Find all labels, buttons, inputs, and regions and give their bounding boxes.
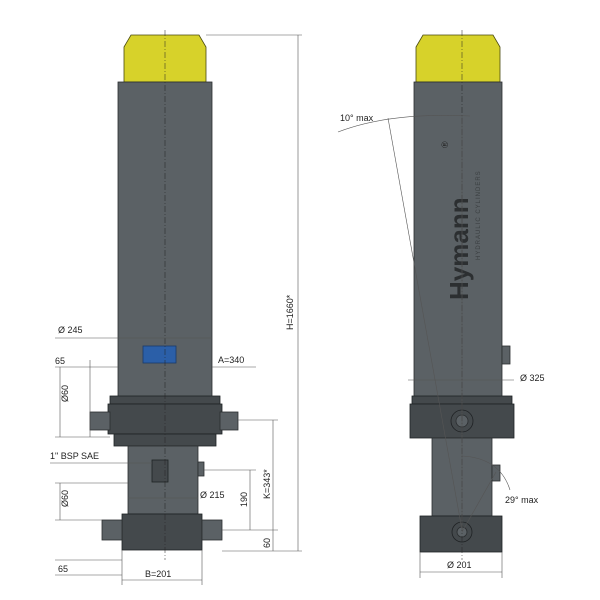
- label-60: 60: [262, 538, 272, 548]
- left-bottom-mount: [121, 513, 203, 551]
- label-dia-60-top: Ø60: [60, 385, 70, 402]
- label-dia-201: Ø 201: [447, 560, 472, 570]
- label-dia-215: Ø 215: [200, 490, 225, 500]
- label-190: 190: [239, 492, 249, 507]
- angle-29-line: [461, 471, 497, 533]
- angle-29-arc: [461, 455, 511, 491]
- label-h-1660: H=1660*: [285, 294, 295, 330]
- right-bottom-lug: [491, 464, 501, 482]
- brand-registered: ®: [440, 141, 450, 148]
- label-port: 1" BSP SAE: [50, 451, 99, 461]
- brand-logo: Hymann ® HYDRAULIC CYLINDERS: [440, 141, 482, 300]
- left-view: H=1660* Ø 245 A=340 65 Ø60 1" BSP SAE Ø6…: [50, 30, 302, 585]
- left-side-pin-right: [219, 411, 239, 431]
- angle-10-line-b: [387, 117, 463, 531]
- label-diameter-245: Ø 245: [58, 325, 83, 335]
- brand-tagline: HYDRAULIC CYLINDERS: [476, 170, 482, 260]
- label-angle-10: 10° max: [340, 113, 374, 123]
- right-top-cap: [415, 34, 501, 83]
- label-angle-29: 29° max: [505, 495, 539, 505]
- left-bottom-pin-left: [101, 519, 123, 541]
- right-view: Hymann ® HYDRAULIC CYLINDERS 10° max Ø 3…: [337, 30, 545, 578]
- left-bottom-pin-right: [201, 519, 223, 541]
- right-side-lug: [501, 345, 511, 365]
- left-port-side: [197, 461, 205, 477]
- brand-name: Hymann: [444, 197, 474, 300]
- angle-10-arc: [337, 115, 471, 133]
- label-k-343: K=343*: [262, 469, 272, 499]
- label-dia-60-bottom: Ø60: [60, 490, 70, 507]
- left-window: [142, 345, 177, 364]
- label-a-340: A=340: [218, 355, 244, 365]
- label-65-bottom: 65: [58, 564, 68, 574]
- label-dia-325: Ø 325: [520, 373, 545, 383]
- label-65-top: 65: [55, 356, 65, 366]
- label-b-201: B=201: [145, 569, 171, 579]
- left-port: [151, 459, 169, 483]
- left-side-pin-left: [89, 411, 111, 431]
